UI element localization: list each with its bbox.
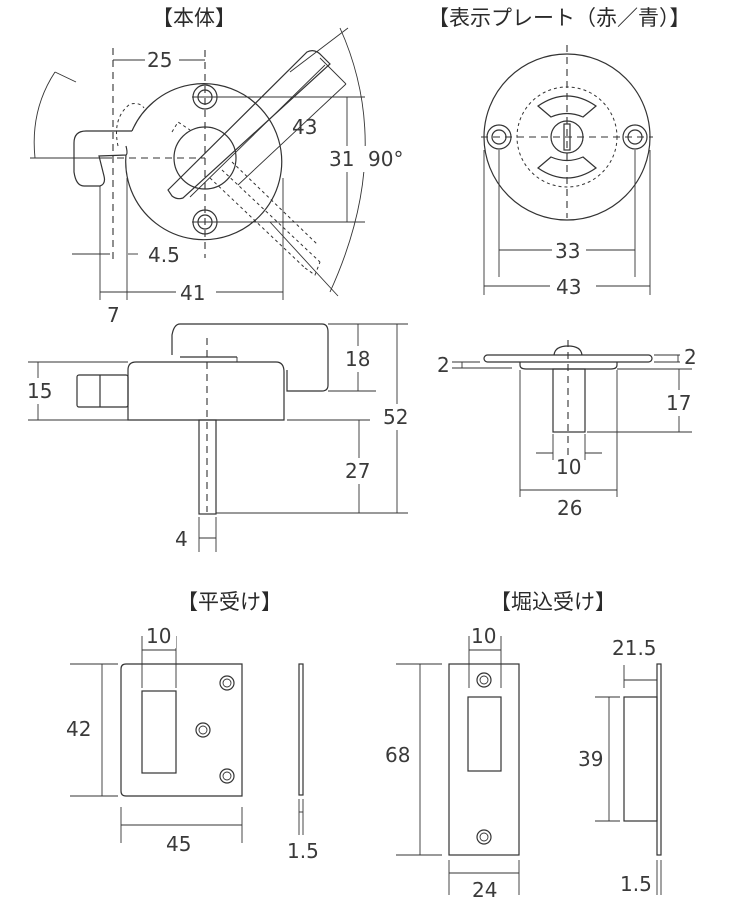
flat-strike-hole-3 [219,768,235,784]
side-handle [171,323,329,392]
handle-edge [189,64,326,198]
latch-hook [73,130,132,187]
rotation-arc-end-line [269,221,339,297]
dim-plate-hole-pitch: 33 [555,239,580,263]
dim-overall-height: 52 [383,405,408,429]
rotation-arc-tick [54,71,77,83]
dim-43-ext [319,57,347,85]
title-mortise-strike: 【堀込受け】 [490,590,616,614]
rotation-arc-start-line [289,27,349,73]
dim-flat-slot-width: 10 [146,624,171,648]
flat-strike-hole-1 [219,675,235,691]
release-slot [563,123,571,151]
plate-hole-right-inner [627,129,643,145]
emergency-release [550,120,584,154]
flat-strike-plate [120,663,243,797]
title-body: 【本体】 [152,6,236,30]
mortise-strike-side-box [623,696,658,822]
dim-boss-depth: 17 [666,391,691,415]
flat-strike-hole-2-inner [198,725,208,735]
mortise-strike-hole-top [476,672,492,688]
dim-offset-to-center: 25 [147,48,172,72]
dim-mort-box-height: 39 [578,747,603,771]
plate-hole-left-inner [491,129,507,145]
handle-alt-end [304,261,321,276]
dim-plate-thickness-right: 2 [684,345,697,369]
mortise-strike: 10 68 24 21.5 39 1.5 [384,624,662,902]
handle-alt-3 [231,161,319,246]
indicator-window-top [537,95,597,118]
flat-strike-hole-1-inner [222,678,232,688]
dim-handle-height: 18 [345,347,370,371]
mortise-strike-hole-top-inner [479,675,489,685]
flat-strike: 10 42 45 1.5 [66,624,319,863]
mortise-strike-slot [467,696,502,772]
plate-hole-left [486,124,512,150]
dim-hole-pitch: 31 [329,147,354,171]
handle-alt-1 [221,169,321,263]
flat-strike-slot [141,690,177,774]
key-alt [171,121,191,133]
dim-flat-thickness: 1.5 [287,839,319,863]
indicator-plate-front: 33 43 [481,45,653,299]
dim-hook-gap: 4.5 [148,243,180,267]
mortise-strike-hole-bottom-inner [479,832,489,842]
plate-hole-right [622,124,648,150]
dim-spindle-length: 27 [345,459,370,483]
latch-bolt [76,374,129,408]
dim-overall-width: 41 [180,281,205,305]
dim-flange-width: 26 [557,496,582,520]
dim-hook-width: 7 [107,303,120,327]
indicator-plate-side: 2 2 17 10 26 [437,340,697,520]
handle-alt-2 [209,177,306,269]
dim-boss-width: 10 [556,455,581,479]
dim-mort-height: 68 [385,743,410,767]
spindle [198,419,217,515]
dim-mort-slot-width: 10 [471,624,496,648]
lock-case [127,361,285,421]
body-side-view: 15 18 52 27 4 [26,323,414,552]
plate-side-boss [552,368,586,433]
title-indicator-plate: 【表示プレート（赤／青）】 [428,6,691,30]
flat-strike-hole-2 [195,722,211,738]
dim-rotation-angle: 90° [368,147,403,171]
indicator-window-bottom [537,156,597,179]
dim-plate-diameter: 43 [556,275,581,299]
dim-handle-length: 43 [292,115,317,139]
dim-flat-height: 42 [66,717,91,741]
rotation-arc-left [33,71,56,159]
thumb-turn-handle [167,50,331,200]
rosette-outline [125,83,283,241]
flat-strike-side [298,663,304,796]
body-top-view: 25 43 31 90° 4.5 41 7 [30,27,403,327]
dim-spindle-width: 4 [175,527,188,551]
flat-strike-hole-3-inner [222,771,232,781]
dim-mort-thickness: 1.5 [620,872,652,896]
mortise-strike-plate [448,663,520,856]
title-flat-strike: 【平受け】 [177,590,282,614]
dim-case-height: 15 [27,379,52,403]
dim-plate-thickness-left: 2 [437,353,450,377]
dim-mort-depth: 21.5 [612,636,657,660]
dim-mort-width: 24 [472,878,497,902]
latch-alt-position [116,103,145,147]
dim-43-line [237,83,347,186]
mortise-strike-hole-bottom [476,829,492,845]
dim-flat-width: 45 [166,832,191,856]
